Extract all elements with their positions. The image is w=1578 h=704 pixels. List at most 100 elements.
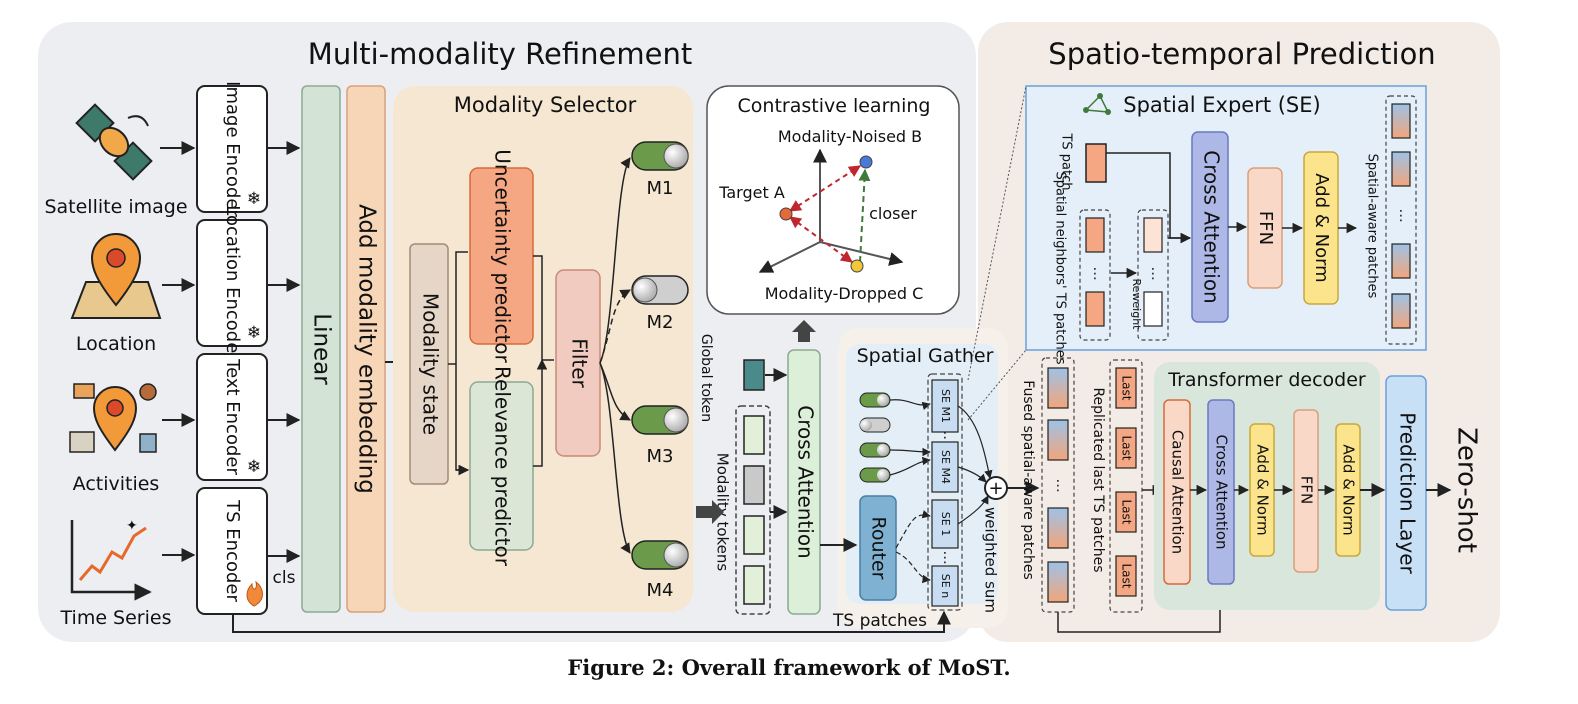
arrow-toggle-se (889, 399, 931, 411)
arrow-router-se (895, 510, 931, 549)
graph-network-icon (1083, 93, 1111, 115)
svg-text:Add & Norm: Add & Norm (1311, 173, 1332, 282)
reweight-label: Reweight (1130, 278, 1143, 330)
replicated-label: Replicated last TS patches (1090, 387, 1106, 572)
point-c (850, 259, 864, 273)
contrast-c-b (858, 168, 871, 263)
svg-text:SE n: SE n (939, 574, 952, 598)
image-encoder: Image Encoder ❄ (196, 81, 268, 217)
input-label-time-series: Time Series (60, 607, 172, 629)
experts-ellipsis: ⋮ (938, 550, 952, 566)
add-modality-embedding: Add modality embedding (346, 85, 386, 613)
last-patch: Last (1115, 367, 1137, 409)
arrow-filter-m1 (599, 157, 631, 364)
dropped-c-label: Modality-Dropped C (765, 284, 924, 303)
neighbors-group (1079, 209, 1111, 341)
svg-text:Linear: Linear (309, 313, 335, 385)
svg-text:Last: Last (1120, 436, 1134, 461)
reweighted-patch (1143, 217, 1163, 253)
spatial-aware-label: Spatial-aware patches (1365, 154, 1380, 299)
gather-toggle-knob (877, 444, 889, 456)
figure-caption: Figure 2: Overall framework of MoST. (567, 655, 1011, 680)
modality-token-m1 (743, 415, 765, 455)
svg-text:TS Encoder: TS Encoder (222, 499, 243, 602)
modality-label-m3: M3 (647, 446, 674, 467)
arrow-filter-m2 (599, 289, 631, 364)
reweighted-ellipsis: ⋮ (1146, 266, 1160, 282)
svg-text:FFN: FFN (1255, 211, 1276, 245)
svg-text:Add & Norm: Add & Norm (1254, 444, 1272, 535)
neighbor-patch (1085, 217, 1105, 253)
cross-attention-refinement: Cross Attention (787, 349, 821, 615)
location-pin-icon (70, 233, 162, 319)
relevance-predictor: Relevance predictor (469, 366, 534, 567)
global-token-label: Global token (698, 334, 714, 422)
input-label-location: Location (76, 333, 156, 355)
spatial-aware-patch (1391, 243, 1411, 279)
snowflake-icon: ❄ (247, 189, 261, 209)
weighted-sum-label: weighted sum (982, 507, 1000, 613)
last-patch: Last (1115, 427, 1137, 469)
arrow-se-sum (957, 466, 987, 483)
input-label-activities: Activities (73, 473, 160, 495)
svg-text:Router: Router (868, 517, 890, 580)
toggle-m4[interactable] (631, 540, 689, 570)
svg-text:Prediction Layer: Prediction Layer (1396, 412, 1420, 574)
modality-label-m1: M1 (647, 178, 674, 199)
ts-encoder: TS Encoder (196, 487, 268, 615)
se-ffn: FFN (1247, 167, 1283, 289)
snowflake-icon: ❄ (247, 323, 261, 343)
arrow-filter-m4 (599, 362, 631, 554)
modality-selector-title: Modality Selector (454, 93, 637, 117)
last-patch: Last (1115, 555, 1137, 597)
ts-patches-line (232, 610, 951, 633)
svg-text:Last: Last (1120, 500, 1134, 525)
input-label-satellite: Satellite image (44, 196, 187, 218)
svg-text:Cross Attention: Cross Attention (794, 405, 818, 559)
arrow-ca-contrastive (792, 320, 816, 342)
arrow-toggle-se (889, 456, 931, 476)
zero-shot-label: Zero-shot (1452, 427, 1482, 553)
gather-toggle-knob (877, 469, 889, 481)
spatial-expert-title: Spatial Expert (SE) (1123, 93, 1320, 117)
svg-text:Last: Last (1120, 564, 1134, 589)
zoom-line (967, 85, 1027, 381)
fused-patch (1047, 507, 1069, 549)
svg-text:Location Encoder: Location Encoder (222, 205, 243, 361)
refinement-title: Multi-modality Refinement (308, 37, 692, 71)
point-b (859, 155, 873, 169)
svg-text:Image Encoder: Image Encoder (222, 81, 243, 217)
svg-text:Filter: Filter (568, 338, 592, 388)
modality-token-m2 (743, 465, 765, 505)
causal-attention: Causal Attention (1163, 399, 1191, 585)
se-cross-attention: Cross Attention (1191, 131, 1229, 323)
time-series-chart-icon: ✦ (70, 518, 152, 601)
contrast-a-c (789, 216, 853, 263)
prediction-title: Spatio-temporal Prediction (1048, 37, 1435, 71)
prediction-layer: Prediction Layer (1385, 375, 1427, 611)
arrow-se-sum (957, 495, 989, 525)
reweighted-patch (1143, 291, 1163, 327)
expert-se-m1: SE M1 (931, 379, 959, 433)
location-encoder: Location Encoder ❄ (196, 205, 268, 361)
fused-label: Fused spatial-aware patches (1020, 380, 1036, 580)
arrow-router-se (895, 551, 931, 584)
fused-patch (1047, 419, 1069, 461)
last-patch: Last (1115, 491, 1137, 533)
fused-patch (1047, 561, 1069, 603)
gather-toggle-knob (860, 419, 872, 431)
toggle-m3[interactable] (631, 405, 689, 435)
svg-text:Causal Attention: Causal Attention (1169, 430, 1187, 554)
plus-icon: + (988, 478, 1003, 499)
arrow-tokens-in (696, 500, 724, 524)
toggle-m1[interactable] (631, 141, 689, 171)
target-a-label: Target A (718, 183, 785, 202)
zoom-line (967, 349, 1027, 421)
spatial-aware-patch (1391, 151, 1411, 187)
se-add-norm: Add & Norm (1303, 151, 1339, 305)
decoder-ffn: FFN (1293, 409, 1319, 573)
modality-token-m4 (743, 565, 765, 605)
toggle-m2[interactable] (631, 275, 689, 305)
global-token (743, 359, 765, 391)
point-a (779, 207, 793, 221)
